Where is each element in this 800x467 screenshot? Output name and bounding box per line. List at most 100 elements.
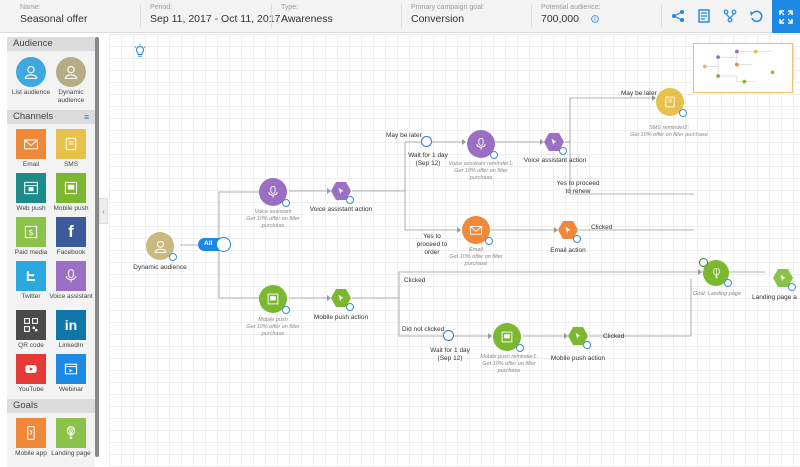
svg-text:$: $ (28, 228, 33, 237)
webinar-icon (64, 363, 78, 375)
period-label: Period: (150, 4, 173, 11)
branch-icon[interactable] (719, 5, 741, 27)
voice-reminder-label: Voice assistant reminder1: (448, 161, 514, 167)
cursor-icon (575, 332, 581, 340)
cursor-icon (780, 274, 786, 282)
settings-gear-icon[interactable] (573, 235, 581, 243)
mobile-push-tile[interactable] (56, 173, 86, 203)
mobile-icon (501, 331, 513, 343)
audience-field: Potential audience: 700,000 (541, 3, 601, 26)
youtube-label: YouTube (18, 386, 44, 393)
settings-gear-icon[interactable] (559, 147, 567, 155)
type-field[interactable]: Type: Awareness (281, 3, 333, 26)
settings-gear-icon[interactable] (282, 199, 290, 207)
envelope-icon (24, 139, 38, 150)
browser-icon (24, 181, 38, 195)
sidebar-scrollbar[interactable] (95, 37, 99, 457)
settings-gear-icon[interactable] (516, 344, 524, 352)
campaign-header: Name: Seasonal offer Period: Sep 11, 201… (0, 0, 800, 33)
sms-reminder-label: SMS reminder2: (649, 125, 689, 131)
email-node-label: Email (469, 247, 483, 253)
mobile-push-node[interactable] (259, 285, 287, 313)
report-icon[interactable] (693, 5, 715, 27)
twitter-icon (26, 271, 35, 281)
voice-assistant-action-label: Voice assistant action (309, 206, 373, 213)
list-audience-tile[interactable] (16, 57, 46, 87)
campaign-canvas[interactable]: Dynamic audience All Voice assistant Get… (109, 34, 800, 467)
email-tile[interactable] (16, 129, 46, 159)
wait-timer-icon[interactable] (443, 330, 454, 341)
flow-layout-icon[interactable] (667, 5, 689, 27)
may-be-later-label: May be later (386, 132, 422, 139)
fullscreen-button[interactable] (772, 0, 800, 33)
info-icon[interactable] (590, 14, 600, 24)
person-icon (24, 65, 38, 79)
settings-gear-icon[interactable] (346, 196, 354, 204)
period-value: Sep 11, 2017 - Oct 11, 2017 (150, 13, 281, 25)
filter-icon[interactable]: ≡ (84, 112, 90, 122)
mobile-app-tile[interactable] (16, 418, 46, 448)
play-icon[interactable] (699, 258, 708, 267)
voice-assistant-action-node[interactable] (331, 182, 351, 200)
mobile-push-node-subtitle: Get 10% offer on filter purchase (246, 324, 300, 337)
toggle-all-label: All (204, 240, 213, 247)
person-icon (154, 240, 166, 253)
envelope-icon (469, 226, 483, 235)
audience-split-toggle[interactable]: All (198, 237, 231, 252)
name-field[interactable]: Name: Seasonal offer (20, 3, 88, 26)
paid-media-label: Paid media (14, 249, 48, 256)
sms-label: SMS (63, 161, 79, 168)
landing-page-action-node[interactable] (773, 269, 793, 287)
mobile-push-action-label: Mobile push action (313, 314, 369, 321)
push-reminder-subtitle: Get 10% offer on filter purchase (482, 361, 536, 374)
facebook-tile[interactable]: f (56, 217, 86, 247)
type-value: Awareness (281, 13, 333, 25)
mobile-push-action-2-label: Mobile push action (550, 355, 606, 362)
settings-gear-icon[interactable] (346, 303, 354, 311)
paid-media-tile[interactable]: $ (16, 217, 46, 247)
web-push-tile[interactable] (16, 173, 46, 203)
landing-page-label: Landing page (51, 450, 91, 457)
landing-page-tile[interactable] (56, 418, 86, 448)
dynamic-audience-tile[interactable] (56, 57, 86, 87)
cursor-icon (338, 187, 344, 195)
mobile-push-action-2-node[interactable] (568, 327, 588, 345)
sms-tile[interactable] (56, 129, 86, 159)
sms-icon (65, 137, 77, 151)
name-label: Name: (20, 4, 41, 11)
email-action-node[interactable] (558, 221, 578, 239)
goal-field[interactable]: Primary campaign goal: Conversion (411, 3, 485, 26)
settings-gear-icon[interactable] (583, 341, 591, 349)
type-label: Type: (281, 4, 299, 11)
webinar-tile[interactable] (56, 354, 86, 384)
settings-gear-icon[interactable] (788, 283, 796, 291)
tips-lightbulb-icon[interactable] (133, 44, 147, 63)
settings-gear-icon[interactable] (679, 109, 687, 117)
dollar-icon: $ (24, 225, 38, 239)
twitter-label: Twitter (21, 293, 41, 300)
mobile-push-action-node[interactable] (331, 289, 351, 307)
qr-code-icon (24, 318, 38, 332)
push-reminder-label: Mobile push reminder1: (480, 354, 538, 360)
qr-code-tile[interactable] (16, 310, 46, 340)
collapse-sidebar-button[interactable]: ‹ (99, 198, 108, 224)
undo-icon[interactable] (745, 5, 767, 27)
canvas-minimap[interactable] (693, 43, 793, 93)
facebook-label: Facebook (56, 249, 86, 256)
linkedin-tile[interactable]: in (56, 310, 86, 340)
linkedin-label: LinkedIn (58, 342, 84, 349)
voice-assistant-tile[interactable] (56, 261, 86, 291)
twitter-tile[interactable] (16, 261, 46, 291)
settings-gear-icon[interactable] (169, 253, 177, 261)
youtube-tile[interactable] (16, 354, 46, 384)
period-field[interactable]: Period: Sep 11, 2017 - Oct 11, 2017 (150, 3, 280, 26)
goal-landing-label: Goal: Landing page (692, 291, 741, 297)
goal-value: Conversion (411, 13, 465, 25)
voice-assistant-action-2-node[interactable] (544, 133, 564, 151)
voice-assistant-action-2-label: Voice assistant action (523, 157, 587, 164)
wait-timer-icon[interactable] (421, 136, 432, 147)
settings-gear-icon[interactable] (485, 237, 493, 245)
settings-gear-icon[interactable] (724, 279, 732, 287)
settings-gear-icon[interactable] (282, 306, 290, 314)
settings-gear-icon[interactable] (490, 151, 498, 159)
